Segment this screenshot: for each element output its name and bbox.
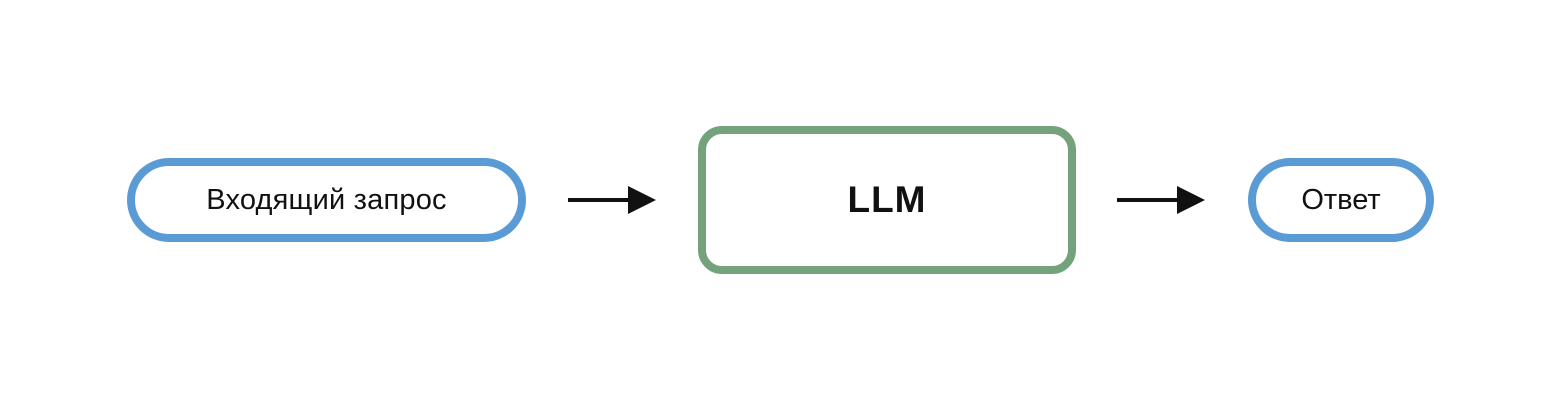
response-label: Ответ: [1301, 183, 1381, 216]
llm-label: LLM: [847, 179, 927, 220]
incoming-request-node: Входящий запрос: [127, 158, 526, 242]
arrow-right-icon: [1117, 186, 1205, 214]
response-node: Ответ: [1248, 158, 1434, 242]
llm-node: LLM: [698, 126, 1076, 274]
arrow-right-icon: [568, 186, 656, 214]
incoming-request-label: Входящий запрос: [206, 183, 447, 216]
